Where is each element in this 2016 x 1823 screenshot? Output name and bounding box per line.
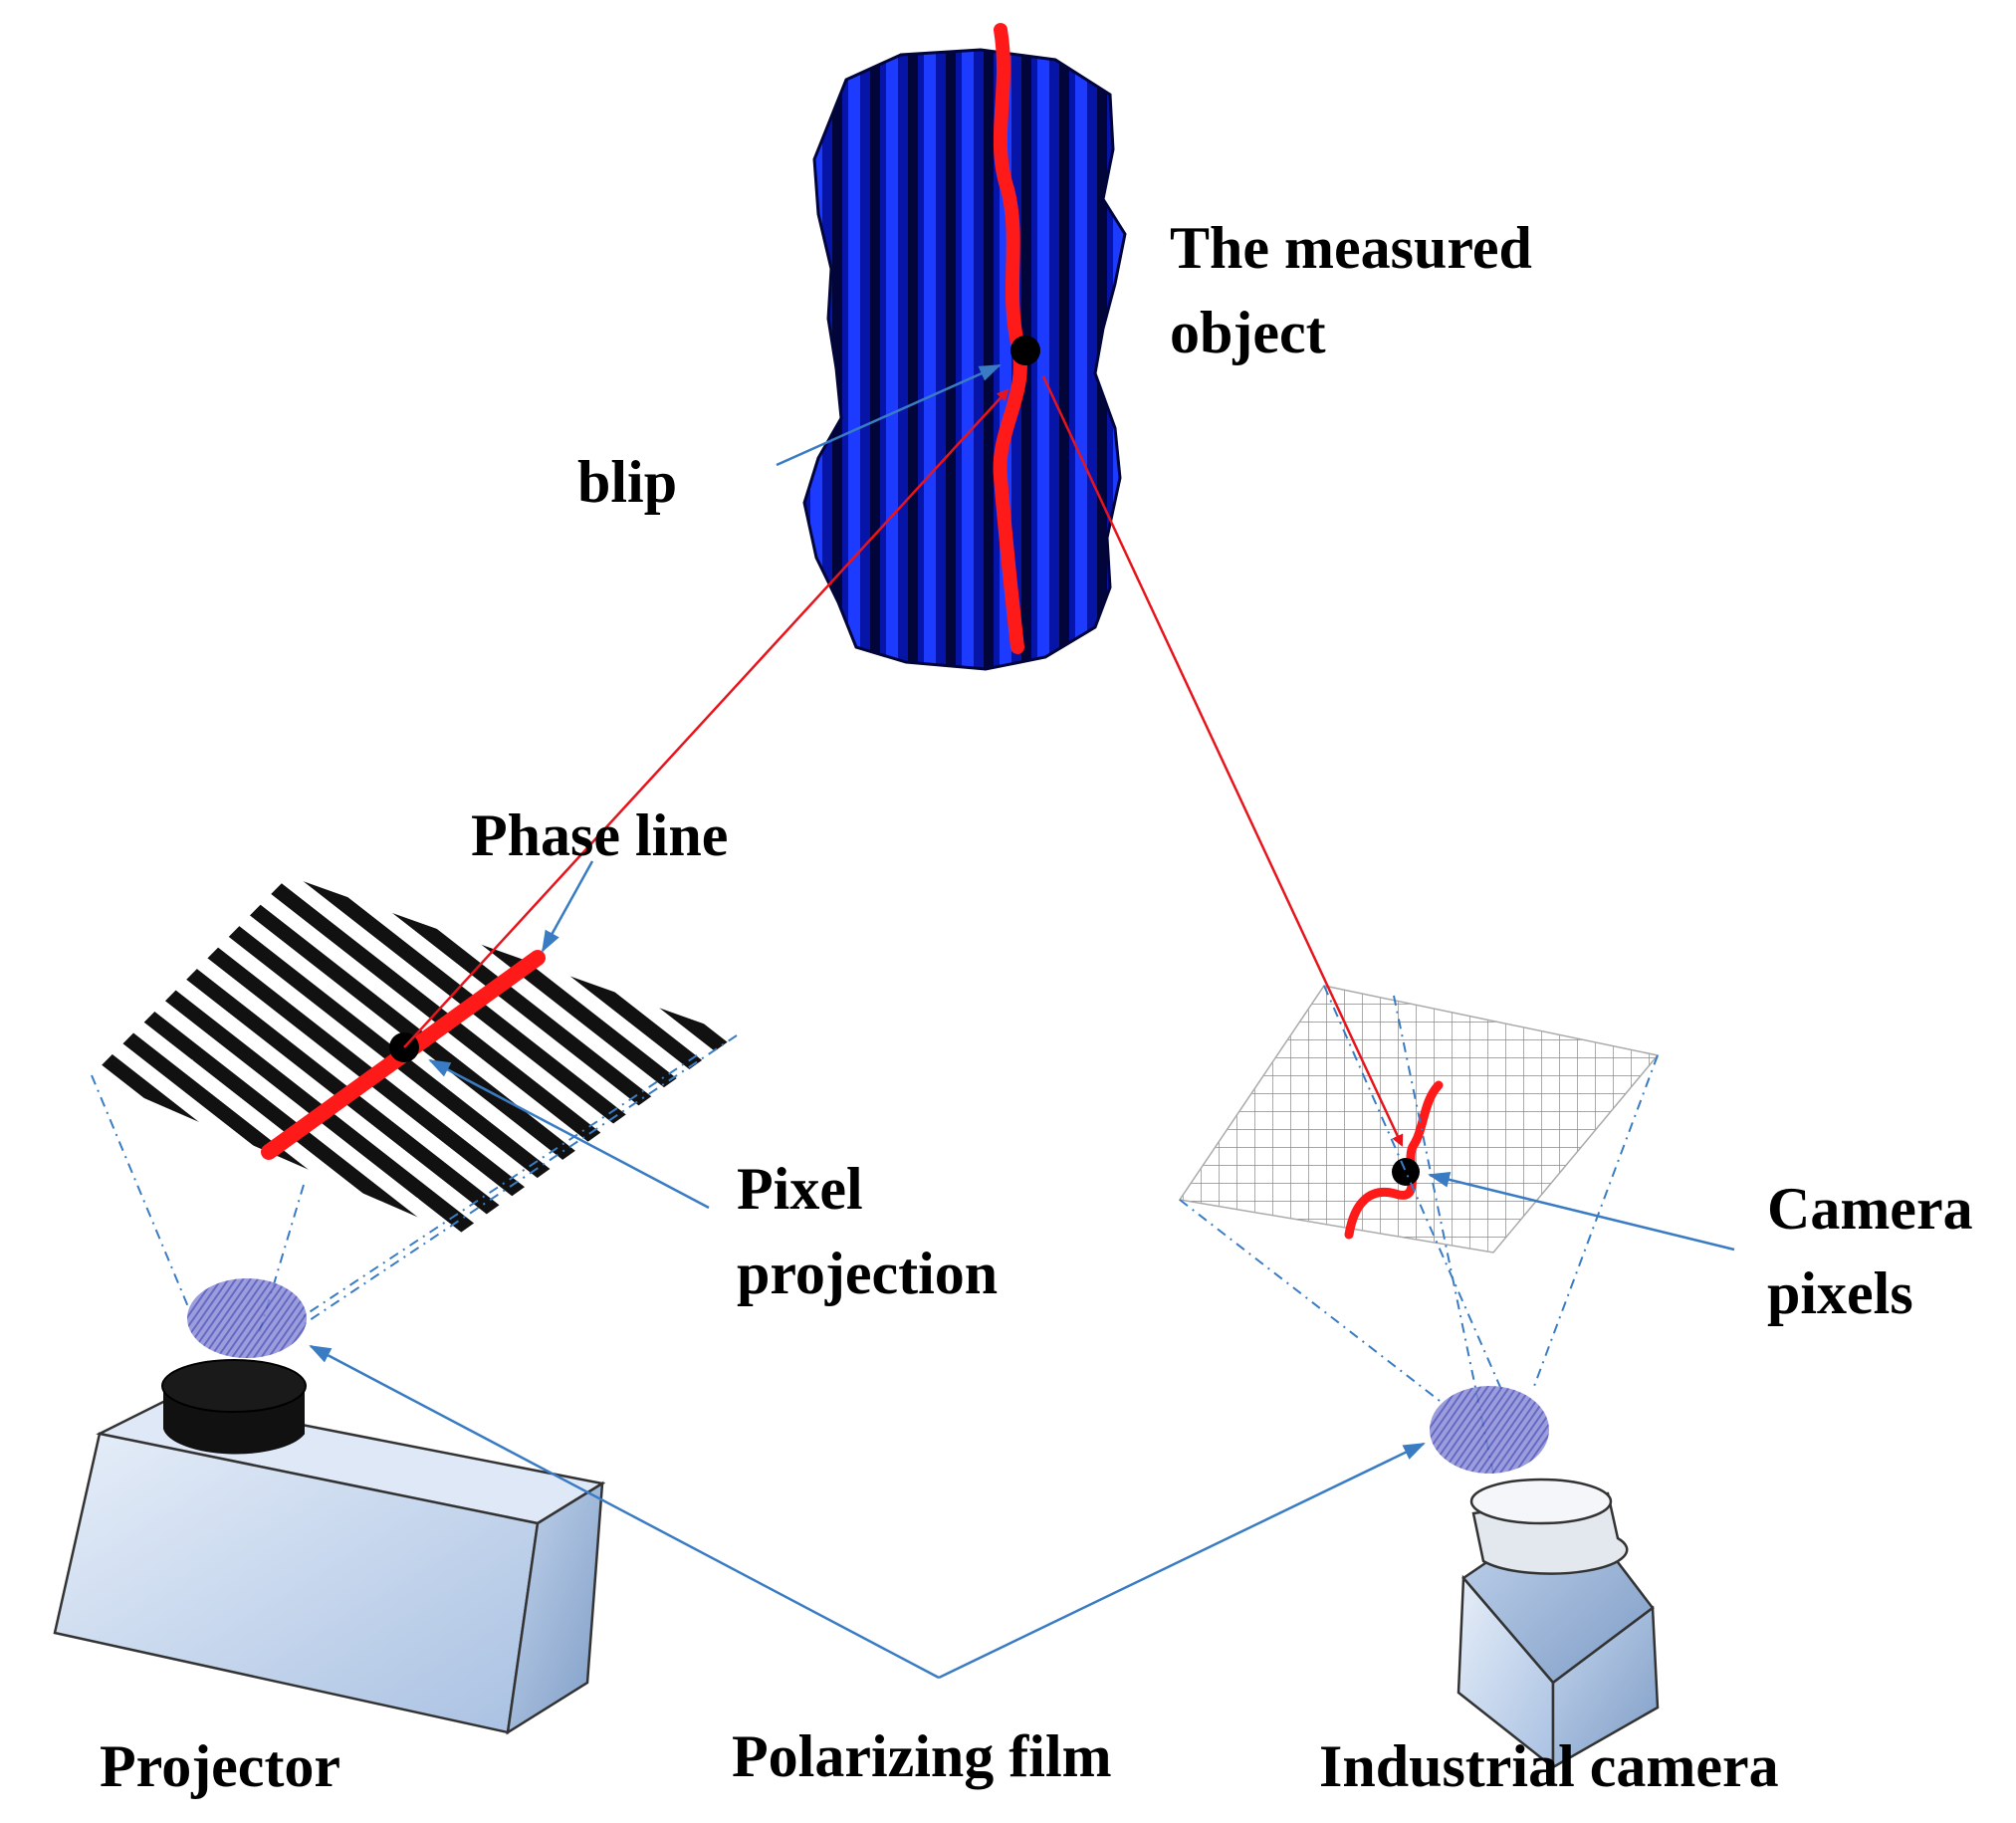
- fringe-pattern-plane: [92, 876, 737, 1235]
- measured-object: [802, 23, 1127, 671]
- camera-pixel-point: [1392, 1158, 1420, 1186]
- label-pixel-projection-line2: projection: [737, 1241, 999, 1306]
- ray-object-to-camera: [1041, 375, 1404, 1147]
- projector-icon: [53, 1359, 606, 1735]
- measured-object-shape: [802, 48, 1127, 671]
- industrial-camera-icon: [1456, 1478, 1660, 1770]
- blip-point: [1010, 336, 1040, 365]
- label-pixel-projection-line1: Pixel: [737, 1156, 863, 1222]
- pointer-arrows: [309, 363, 1735, 1680]
- label-projector: Projector: [100, 1733, 341, 1799]
- label-camera-pixels-line1: Camera: [1767, 1176, 1973, 1242]
- label-blip: blip: [577, 449, 678, 515]
- label-measured-object-line1: The measured: [1170, 215, 1532, 281]
- label-camera-pixels-line2: pixels: [1767, 1260, 1913, 1326]
- label-phase-line: Phase line: [471, 802, 729, 868]
- label-industrial-camera: Industrial camera: [1319, 1733, 1779, 1799]
- projection-cone: [91, 1034, 738, 1335]
- camera-polarizing-film-icon: [1430, 1386, 1549, 1474]
- label-measured-object-line2: object: [1170, 300, 1326, 365]
- ray-projector-to-object: [403, 388, 1009, 1048]
- label-polarizing-film: Polarizing film: [732, 1723, 1112, 1789]
- polarizing-film-icon: [187, 1278, 307, 1358]
